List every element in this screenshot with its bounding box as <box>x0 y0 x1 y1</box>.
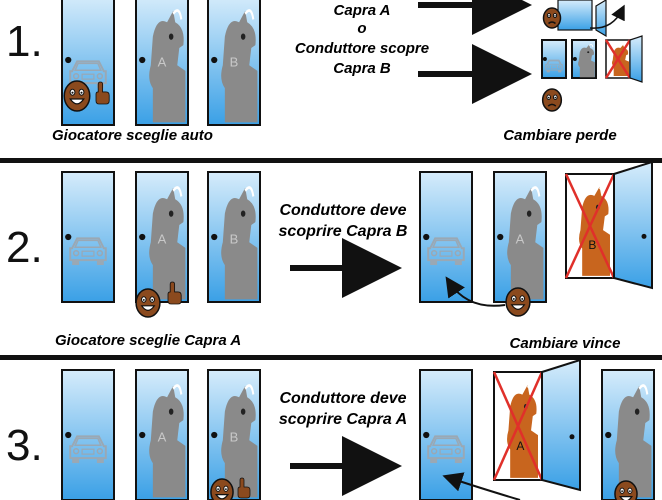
host-text-line: Conduttore scopre <box>295 40 429 57</box>
door-knob <box>211 431 218 439</box>
car-icon <box>69 435 107 464</box>
pointing-hand-icon <box>167 281 182 305</box>
player-face-icon <box>614 480 638 500</box>
door-knob <box>139 431 146 439</box>
goat-icon <box>578 44 595 78</box>
car-icon <box>545 59 563 73</box>
door-knob <box>139 233 146 241</box>
player-face-icon <box>63 80 91 112</box>
door-knob <box>423 233 430 241</box>
row-caption: Giocatore sceglie Capra A <box>55 332 241 349</box>
goat-icon <box>149 9 186 123</box>
door-car <box>61 369 115 500</box>
door-knob <box>211 56 218 64</box>
door-letter: B <box>230 430 239 445</box>
door-panel <box>541 358 581 492</box>
pointing-hand-icon <box>95 81 110 105</box>
pointing-hand-icon <box>237 477 251 499</box>
curved-arrow-icon <box>442 472 521 500</box>
door-goat-a: A <box>135 369 189 500</box>
door-knob <box>65 431 72 439</box>
goat-icon <box>615 384 652 498</box>
row-number: 1. <box>6 17 43 66</box>
door-car <box>61 171 115 303</box>
result-text: Cambiare vince <box>510 335 621 352</box>
car-icon <box>427 435 465 464</box>
door-letter: B <box>230 55 239 70</box>
door-letter: A <box>158 232 167 247</box>
door-knob <box>139 56 146 64</box>
player-face-icon <box>210 478 234 500</box>
player-face-icon <box>135 288 161 318</box>
row-separator <box>0 355 662 360</box>
door-panel <box>613 160 653 290</box>
door-car <box>419 171 473 303</box>
mini-door-open-top <box>557 0 607 38</box>
door-letter: A <box>158 55 167 70</box>
door-knob <box>605 431 612 439</box>
door-letter: A <box>516 439 524 453</box>
door-knob <box>542 57 547 61</box>
door-car <box>419 369 473 500</box>
door-knob <box>423 431 430 439</box>
door-knob <box>65 233 72 241</box>
goat-icon <box>221 186 258 300</box>
host-text-line: scoprire Capra B <box>279 223 408 240</box>
goat-icon <box>221 9 258 123</box>
door-goat-b: B <box>207 0 261 126</box>
small-face-icon <box>542 7 562 29</box>
host-text-line: scoprire Capra A <box>279 411 407 428</box>
host-text-line: Conduttore deve <box>279 202 406 219</box>
host-text-line: Capra B <box>333 60 391 77</box>
car-icon <box>427 237 465 266</box>
car-icon <box>69 237 107 266</box>
door-letter: A <box>158 430 167 445</box>
curved-arrow-icon <box>445 276 506 307</box>
goat-icon <box>221 384 258 498</box>
curved-arrow-icon <box>589 4 625 29</box>
mini-door <box>571 39 597 79</box>
door-knob <box>497 233 504 241</box>
goat-icon <box>149 186 186 300</box>
result-text: Cambiare perde <box>503 127 616 144</box>
row-number: 2. <box>6 223 43 272</box>
open-door-goat-a: A <box>492 358 581 492</box>
row-caption: Giocatore sceglie auto <box>52 127 213 144</box>
door-knob <box>572 57 577 61</box>
door-letter: B <box>230 232 239 247</box>
door-goat-a: A <box>135 171 189 303</box>
row-separator <box>0 158 662 163</box>
door-knob <box>211 233 218 241</box>
host-text-line: Capra A <box>334 2 391 19</box>
host-text-line: Conduttore deve <box>279 390 406 407</box>
mini-door <box>541 39 567 79</box>
door-letter: B <box>588 238 596 252</box>
door-goat-a: A <box>135 0 189 126</box>
open-door-goat-b: B <box>564 160 653 290</box>
small-face-icon <box>541 88 563 112</box>
row-number: 3. <box>6 421 43 470</box>
host-text-line: o <box>357 20 366 37</box>
door-goat-b: B <box>207 171 261 303</box>
door-goat-b: B <box>207 369 261 500</box>
door-knob <box>65 56 72 64</box>
goat-icon <box>507 186 544 300</box>
door-letter: A <box>516 232 525 247</box>
goat-icon <box>149 384 186 498</box>
player-face-icon <box>505 287 531 317</box>
mini-door-open <box>604 35 643 83</box>
door-goat-b <box>601 369 655 500</box>
door-goat-a: A <box>493 171 547 303</box>
